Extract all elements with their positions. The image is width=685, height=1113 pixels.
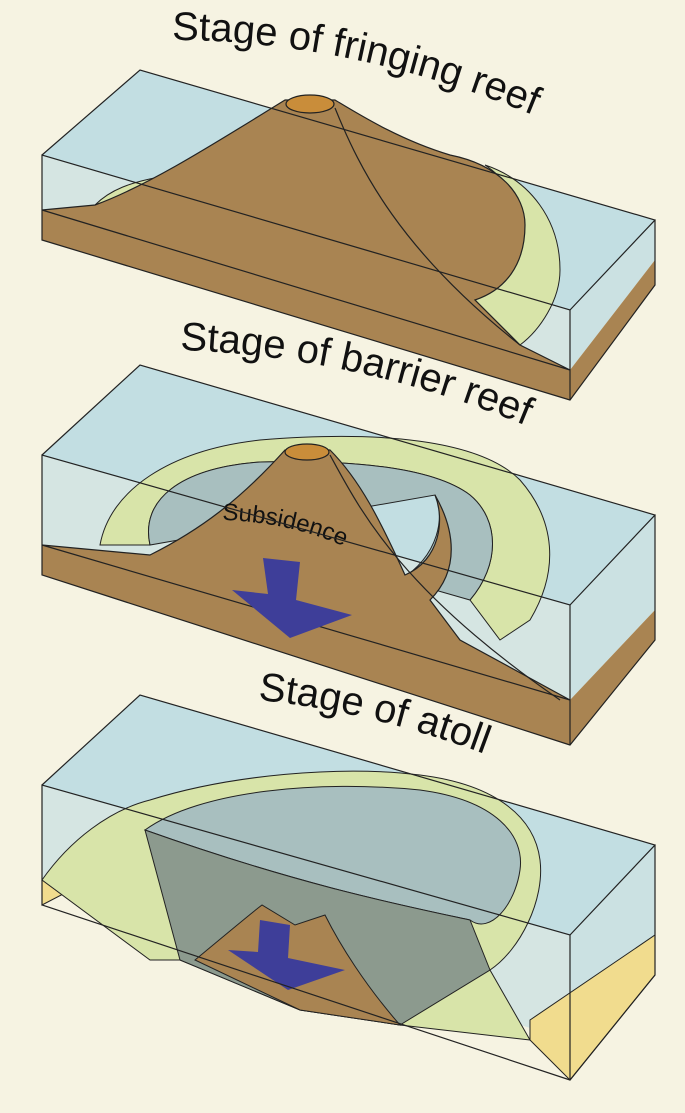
subsidence-arrow: [228, 920, 345, 990]
volcano-crater: [285, 94, 335, 114]
ground-front: [42, 210, 570, 400]
block-edges: [41, 364, 657, 746]
subsidence-arrow: [232, 558, 352, 638]
block-edges: [41, 69, 657, 401]
fringing-reef-block: Stage of fringing reef: [41, 5, 657, 401]
block-edges: [41, 694, 657, 1081]
lagoon: [148, 461, 493, 601]
atoll-block: Stage of atoll: [41, 665, 657, 1081]
volcano-ridge-line: [334, 107, 521, 346]
seafloor-side: [570, 610, 655, 745]
volcano-island: [41, 99, 571, 371]
water-side-face: [570, 220, 655, 370]
volcano-ridge-line: [329, 454, 561, 701]
volcano-island: [41, 449, 571, 701]
volcano-crater: [284, 443, 330, 461]
barrier-reef-block: Subsidence Stage of barrier reef: [41, 315, 657, 746]
water-side-face: [570, 515, 655, 700]
seafloor-side: [570, 260, 655, 400]
ground-front: [42, 545, 570, 745]
